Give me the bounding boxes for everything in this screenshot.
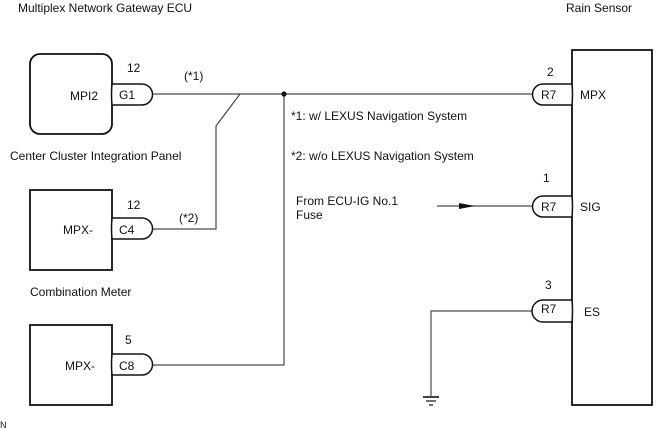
connector-c8-label: C8 [119,359,135,373]
connector-c4-label: C4 [119,223,135,237]
combination-meter-title: Combination Meter [30,285,131,299]
connector-g1-label: G1 [119,88,135,102]
note-no-nav: *2: w/o LEXUS Navigation System [291,149,474,163]
rain-sensor-box [571,49,653,406]
rain-sensor-title: Rain Sensor [566,1,632,15]
rain-sensor-es-pin: 3 [545,278,552,292]
wire-tag-nav: (*1) [184,69,203,83]
rain-sensor-sig-terminal: SIG [580,200,601,214]
corner-mark: N [0,420,7,430]
gateway-ecu-pin: 12 [127,61,141,75]
power-source-line1: From ECU-IG No.1 [296,194,398,208]
connector-r7-mpx-label: R7 [541,88,557,102]
power-source-line2: Fuse [296,208,323,222]
wires [152,91,533,396]
combination-meter-terminal: MPX- [65,359,95,373]
wire-tag-no-nav: (*2) [179,211,198,225]
connector-g1 [110,83,154,106]
gateway-ecu-title: Multiplex Network Gateway ECU [18,1,192,15]
cluster-branch-wire [152,93,241,230]
connector-r7-sig [531,195,574,218]
rain-sensor-sig-pin: 1 [543,171,550,185]
center-cluster-terminal: MPX- [63,223,93,237]
connector-c8 [110,353,154,376]
connector-c4 [110,217,154,240]
ground-wire [430,310,533,396]
connector-r7-es-label: R7 [541,302,557,316]
rain-sensor-mpx-terminal: MPX [580,88,606,102]
meter-branch-wire [152,94,285,366]
gateway-ecu-terminal: MPI2 [70,89,98,103]
note-nav: *1: w/ LEXUS Navigation System [291,109,467,123]
connector-r7-es [531,299,574,323]
center-cluster-pin: 12 [127,198,141,212]
center-cluster-box [29,189,113,271]
splice-junction-dot [281,91,287,97]
ground-icon [423,396,439,406]
arrow-right-icon [459,203,475,209]
combination-meter-pin: 5 [125,333,132,347]
connector-r7-mpx [531,83,574,106]
rain-sensor-es-terminal: ES [584,305,600,319]
rain-sensor-mpx-pin: 2 [547,65,554,79]
connector-r7-sig-label: R7 [541,200,557,214]
center-cluster-title: Center Cluster Integration Panel [10,149,181,163]
